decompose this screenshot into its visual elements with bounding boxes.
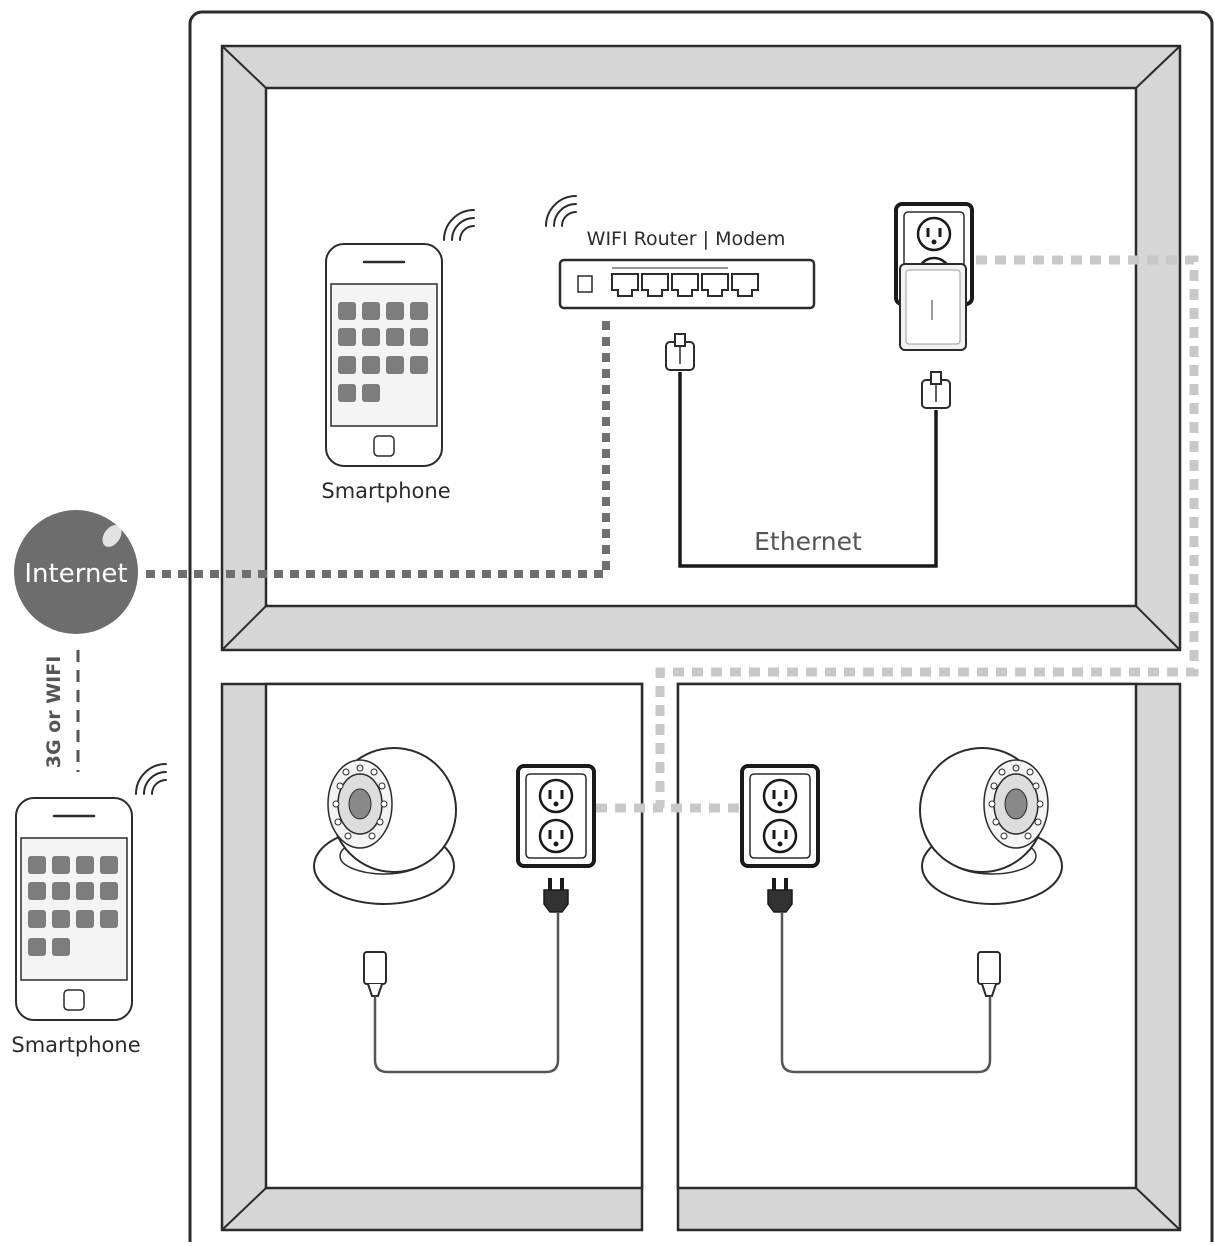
router-device	[558, 258, 816, 310]
smartphone-home-label: Smartphone	[321, 479, 450, 503]
wifi-signal-icon	[135, 763, 167, 795]
internet-link-line	[146, 318, 610, 578]
camera-power-cord	[373, 912, 560, 1074]
house-outline	[188, 10, 1214, 1246]
upper-room	[220, 44, 1182, 652]
camera-power-cord	[780, 912, 992, 1074]
remote-link-label: 3G or WIFI	[43, 656, 65, 769]
ethernet-label: Ethernet	[754, 527, 862, 556]
smartphone-remote-label: Smartphone	[11, 1033, 140, 1057]
smartphone-home	[324, 242, 444, 468]
wall-outlet	[516, 764, 596, 868]
powerline-adapter	[899, 263, 967, 351]
internet-label: Internet	[24, 559, 127, 589]
powerline-link-line	[655, 255, 1199, 813]
router-label: WIFI Router | Modem	[587, 228, 786, 250]
ethernet-cable	[678, 372, 938, 568]
smartphone-remote	[14, 796, 134, 1022]
wall-outlet	[740, 764, 820, 868]
internet-globe	[14, 510, 138, 634]
